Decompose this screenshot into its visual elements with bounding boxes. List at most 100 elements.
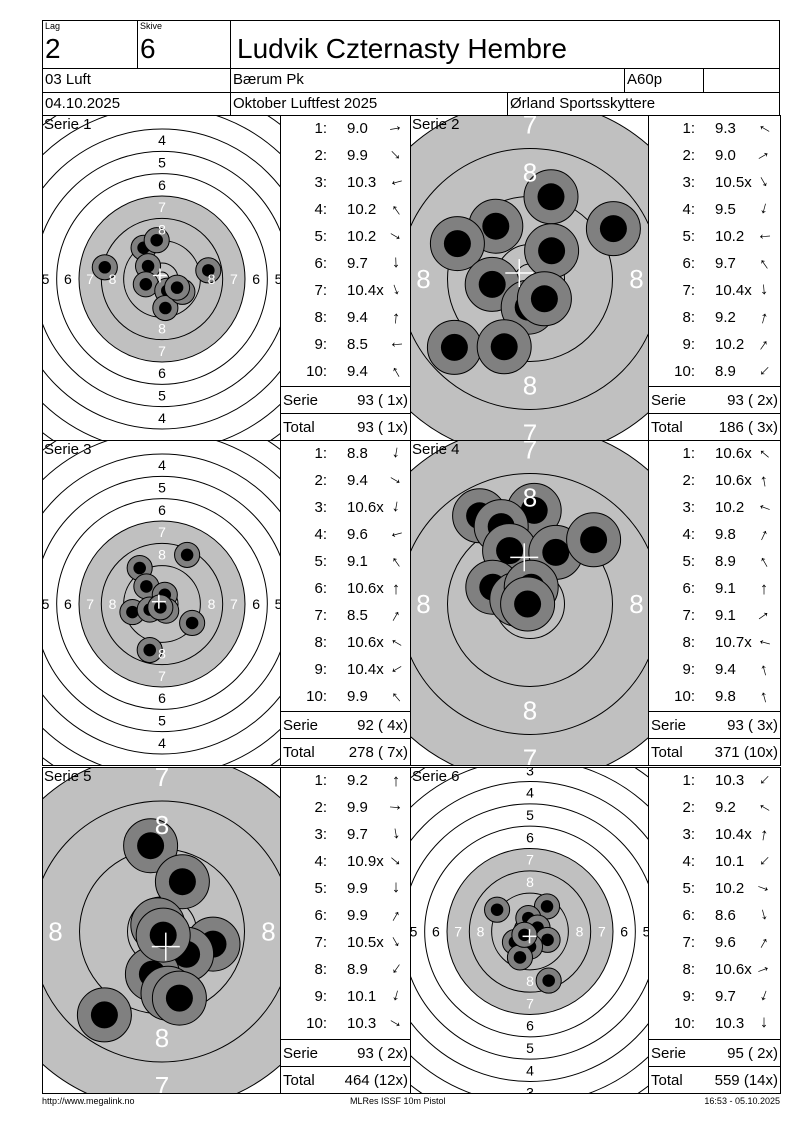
ring-label: 6: [158, 365, 166, 381]
shot-row: 1:10.3↑: [649, 767, 780, 794]
shot-value: 10.3: [715, 772, 745, 789]
shot-value: 10.2: [715, 228, 745, 245]
shot-row: 3:10.2↑: [649, 494, 780, 521]
score-column: 1:9.3↑2:9.0↑3:10.5x↑4:9.5↑5:10.2↑6:9.7↑7…: [648, 115, 781, 441]
serie-title: Serie 4: [412, 441, 460, 458]
shot-value: 9.1: [715, 580, 736, 597]
shot-value: 9.2: [715, 799, 736, 816]
shot-hole: [585, 201, 641, 257]
shot-hole: [523, 169, 579, 225]
total-label: Total: [651, 1072, 683, 1089]
shot-row: 6:8.6↑: [649, 902, 780, 929]
shot-row: 8:9.2↑: [649, 304, 780, 331]
direction-arrow-icon: ↑: [755, 253, 773, 274]
serie-sum: 93 ( 1x): [357, 392, 408, 409]
team-label: Lag: [45, 21, 61, 31]
shot-number: 8:: [314, 961, 327, 978]
shot-row: 6:9.9↑: [281, 902, 410, 929]
ring-label: 8: [523, 371, 537, 401]
shot-number: 9:: [682, 661, 695, 678]
shot-value: 9.7: [347, 255, 368, 272]
ring-label: 7: [158, 343, 166, 359]
shot-row: 5:10.2↑: [649, 223, 780, 250]
shot-hole: [535, 967, 562, 994]
shot-hole: [143, 227, 170, 254]
ring-label: 7: [598, 924, 606, 940]
ring-label: 5: [158, 155, 166, 171]
shot-row: 2:10.6x↑: [649, 467, 780, 494]
ring-label: 5: [526, 1040, 534, 1056]
shot-row: 5:10.2↑: [649, 875, 780, 902]
club: Bærum Pk: [233, 71, 304, 88]
ring-5: [43, 475, 280, 733]
serie-label: Serie: [651, 1045, 687, 1062]
shot-value: 9.7: [715, 988, 736, 1005]
shot-hole: [91, 254, 118, 281]
shot-value: 9.4: [347, 363, 368, 380]
shot-hole: [147, 594, 174, 621]
ring-label: 8: [208, 596, 216, 612]
shot-value: 8.5: [347, 607, 368, 624]
team-cell: Lag 2: [42, 20, 138, 69]
total-label: Total: [283, 744, 315, 761]
ring-label: 4: [158, 132, 166, 148]
shot-hole: [484, 896, 511, 923]
ring-label: 8: [158, 321, 166, 337]
shot-value: 10.9x: [347, 853, 384, 870]
shot-row: 9:10.1↑: [281, 983, 410, 1010]
shot-value: 10.6x: [715, 961, 752, 978]
shot-number: 3:: [314, 174, 327, 191]
shot-value: 9.2: [715, 309, 736, 326]
serie-label: Serie: [283, 717, 319, 734]
direction-arrow-icon: ↑: [758, 824, 770, 845]
ring-8: [411, 148, 648, 410]
shot-value: 9.4: [715, 661, 736, 678]
shot-row: 2:9.0↑: [649, 142, 780, 169]
shot-row: 7:10.4x↑: [281, 277, 410, 304]
mean-impact-crosshair: [151, 932, 180, 961]
shot-value: 9.1: [347, 553, 368, 570]
shot-row: 9:9.4↑: [649, 656, 780, 683]
ring-4: [43, 453, 280, 755]
ring-8: [411, 473, 648, 735]
score-column: 1:9.2↑2:9.9↑3:9.7↑4:10.9x↑5:9.9↑6:9.9↑7:…: [280, 767, 411, 1094]
ring-label: 8: [629, 589, 643, 619]
direction-arrow-icon: ↑: [754, 361, 774, 382]
shot-number: 8:: [682, 309, 695, 326]
shot-number: 5:: [314, 553, 327, 570]
ring-label: 4: [158, 735, 166, 751]
direction-arrow-icon: ↑: [387, 199, 405, 220]
shot-row: 1:8.8↑: [281, 440, 410, 467]
ring-label: 8: [158, 646, 166, 662]
direction-arrow-icon: ↑: [753, 635, 775, 650]
ring-label: 4: [526, 785, 534, 801]
mean-impact-crosshair: [510, 543, 539, 572]
shot-number: 5:: [682, 880, 695, 897]
direction-arrow-icon: ↑: [391, 579, 401, 598]
shot-number: 3:: [682, 499, 695, 516]
direction-arrow-icon: ↑: [385, 527, 407, 542]
shot-hole: [151, 970, 207, 1026]
shot-row: 8:9.4↑: [281, 304, 410, 331]
shot-hole: [135, 907, 191, 963]
direction-arrow-icon: ↑: [388, 280, 404, 301]
shot-row: 1:9.0↑: [281, 115, 410, 142]
shot-hole: [524, 223, 580, 279]
shot-number: 2:: [314, 799, 327, 816]
direction-arrow-icon: ↑: [386, 339, 406, 350]
ring-label: 4: [526, 1062, 534, 1078]
direction-arrow-icon: ↑: [385, 634, 407, 651]
shot-number: 4:: [314, 853, 327, 870]
shot-value: 10.3: [715, 1015, 745, 1032]
ring-label: 7: [86, 271, 94, 287]
direction-arrow-icon: ↑: [387, 361, 405, 382]
direction-arrow-icon: ↑: [385, 852, 407, 871]
serie-sum: 93 ( 2x): [727, 392, 778, 409]
shot-number: 7:: [314, 607, 327, 624]
shot-value: 9.0: [347, 120, 368, 137]
shot-row: 1:9.2↑: [281, 767, 410, 794]
shot-row: 9:10.2↑: [649, 331, 780, 358]
shot-row: 7:9.6↑: [649, 929, 780, 956]
